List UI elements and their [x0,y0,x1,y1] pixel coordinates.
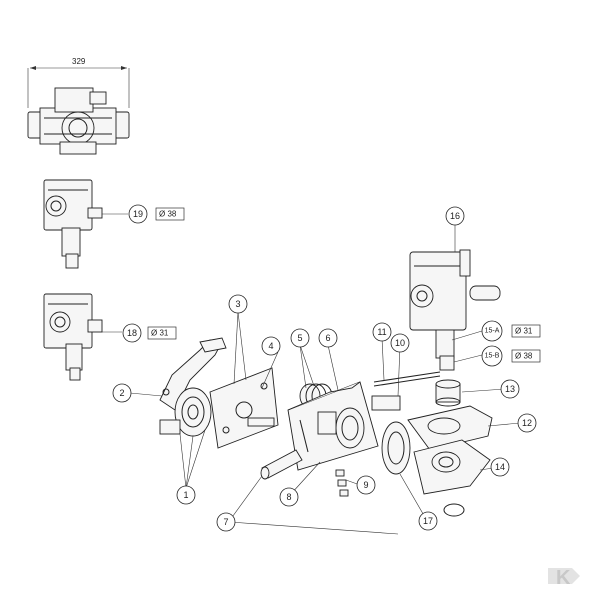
svg-text:15-B: 15-B [485,353,500,360]
callout-16: 16 [445,206,465,226]
callout-7: 7 [216,512,236,532]
svg-text:16: 16 [450,211,460,221]
callout-9: 9 [356,475,376,495]
svg-text:12: 12 [522,418,532,428]
callout-10: 10 [390,333,410,353]
callout-2: 2 [112,383,132,403]
callout-13: 13 [500,379,520,399]
tilted-ring-part-17 [381,421,411,475]
svg-text:19: 19 [133,209,143,219]
svg-text:17: 17 [423,516,433,526]
ball-socket-part-14 [413,439,491,517]
callout-5: 5 [290,328,310,348]
brand-logo: K [548,567,580,589]
callout-3: 3 [228,294,248,314]
svg-text:Ø 38: Ø 38 [515,352,533,361]
plate-part-4 [209,367,279,449]
callout-15a: 15-A [481,320,503,342]
diameter-label-19: Ø 38 [155,207,185,221]
diameter-label-18: Ø 31 [147,326,177,340]
top-view-assembly: 329 [27,57,130,155]
side-view-ball-38 [43,179,128,269]
svg-text:13: 13 [505,384,515,394]
callout-8: 8 [279,487,299,507]
svg-text:9: 9 [363,480,368,490]
svg-text:4: 4 [268,341,273,351]
svg-text:K: K [556,567,571,589]
svg-text:Ø 31: Ø 31 [151,329,169,338]
coupling-assembly-16 [409,249,501,371]
side-view-ball-31 [43,293,122,381]
svg-text:18: 18 [127,328,137,338]
svg-text:3: 3 [235,299,240,309]
callout-4: 4 [261,336,281,356]
callout-18: 18 [122,323,142,343]
svg-text:Ø 31: Ø 31 [515,327,533,336]
svg-text:Ø 38: Ø 38 [159,210,177,219]
callout-6: 6 [318,328,338,348]
rod-part-10-11 [371,371,441,411]
housing-part-1 [159,387,212,437]
svg-text:2: 2 [119,388,124,398]
svg-text:1: 1 [183,490,188,500]
small-parts-9 [335,469,349,497]
svg-text:7: 7 [223,517,228,527]
svg-text:10: 10 [395,338,405,348]
callout-19: 19 [128,204,148,224]
callout-1: 1 [176,485,196,505]
hook-housing-part-12 [407,405,493,451]
diameter-label-15a: Ø 31 [511,324,541,338]
pin-part-7 [260,449,303,480]
callout-15b: 15-B [481,345,503,367]
svg-text:11: 11 [377,327,386,337]
callout-11: 11 [372,322,392,342]
diameter-label-15b: Ø 38 [511,349,541,363]
callout-14: 14 [490,457,510,477]
svg-text:6: 6 [325,333,330,343]
svg-text:14: 14 [495,462,505,472]
bushing-part-13 [435,379,461,407]
callout-17: 17 [418,511,438,531]
svg-text:15-A: 15-A [485,328,500,335]
svg-text:5: 5 [297,333,302,343]
main-body-part-8 [287,381,379,471]
leader-lines [129,224,521,535]
svg-text:8: 8 [286,492,291,502]
dimension-329-label: 329 [72,57,86,66]
callout-12: 12 [517,413,537,433]
